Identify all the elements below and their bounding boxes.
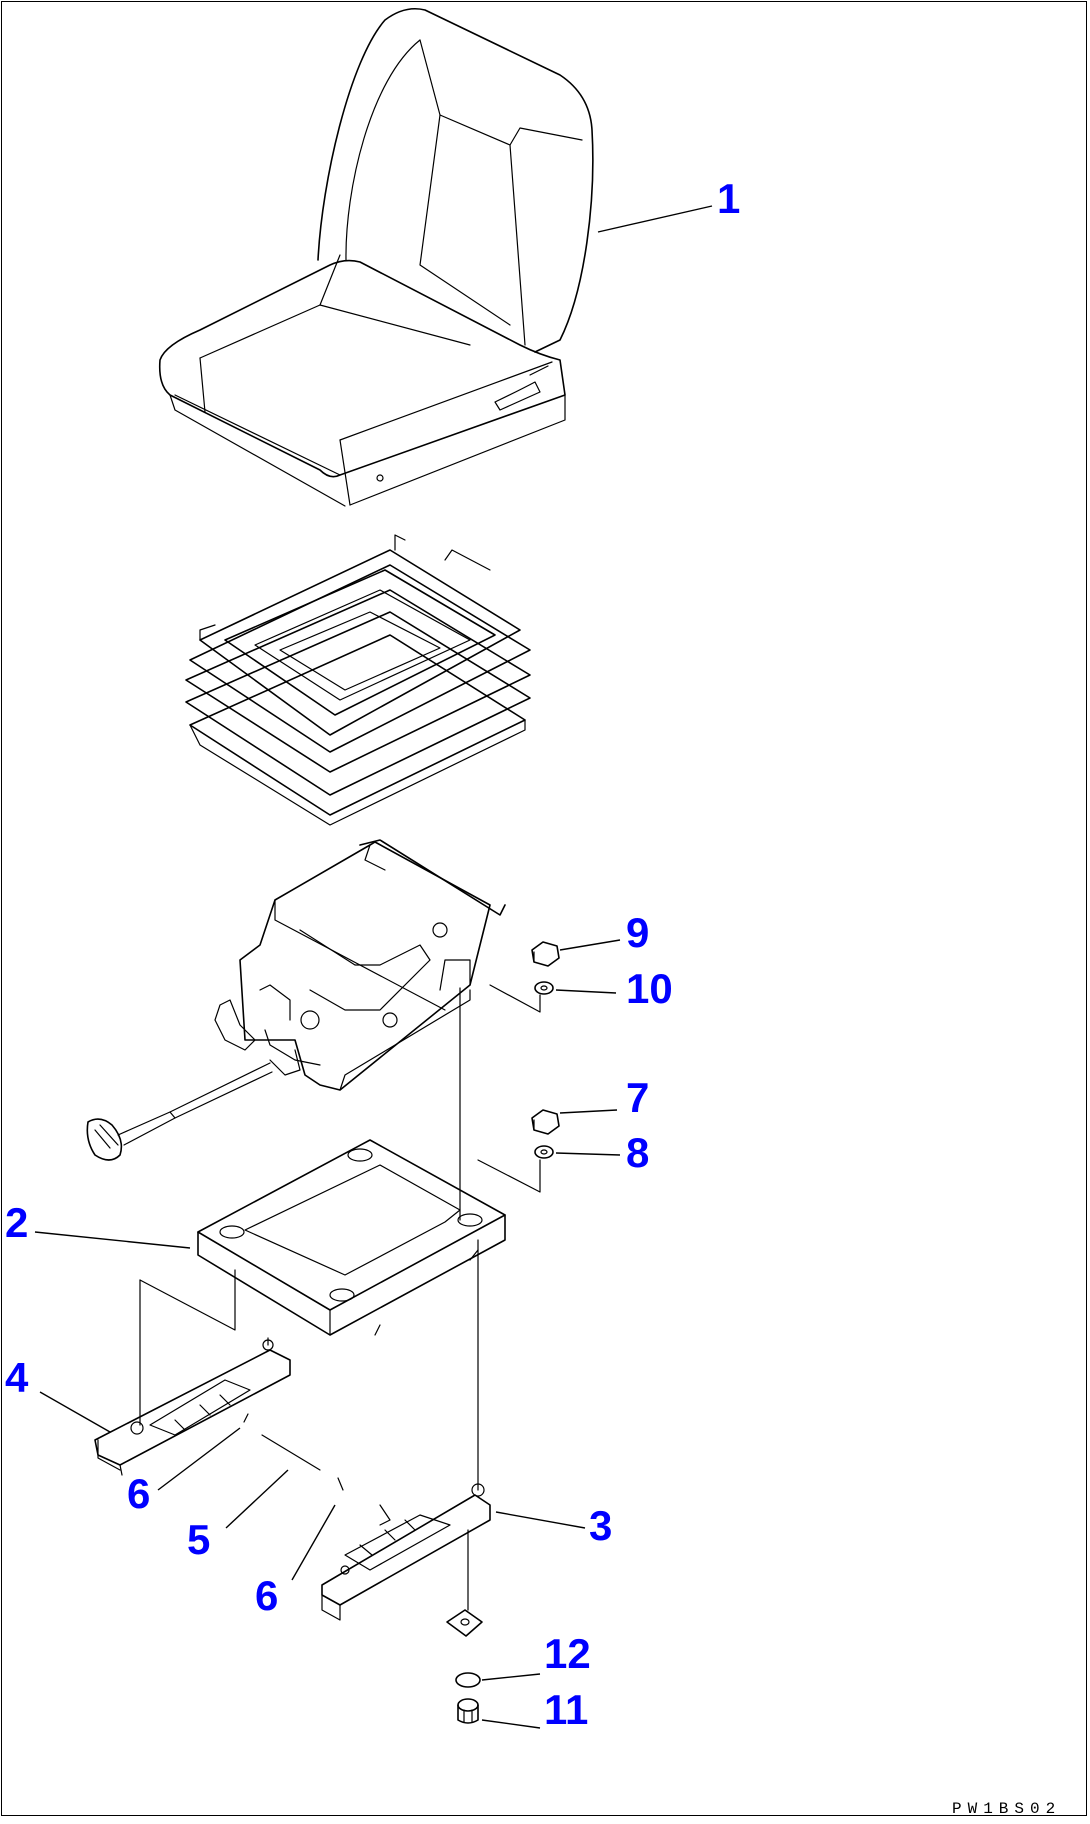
- callout-11: 11: [544, 1686, 588, 1733]
- callout-1: 1: [717, 175, 740, 222]
- base-plate: [197, 1139, 506, 1336]
- suspension-bellows: [185, 534, 531, 826]
- callout-10: 10: [626, 965, 673, 1012]
- callout-2: 2: [5, 1199, 28, 1246]
- callouts: 1 2 3 4 5 6 6 7 8 9 10 11 12: [5, 175, 740, 1733]
- callout-8: 8: [626, 1129, 649, 1176]
- leader-lines: [34, 205, 713, 1729]
- callout-12: 12: [544, 1630, 591, 1677]
- hardware: [243, 941, 560, 1724]
- callout-6-right: 6: [255, 1572, 278, 1619]
- slide-rail-left: [94, 1337, 291, 1476]
- seat-assembly: [158, 7, 594, 507]
- callout-6-left: 6: [127, 1470, 150, 1517]
- assembly-lines: [139, 984, 541, 1611]
- callout-4: 4: [5, 1354, 29, 1401]
- callout-7: 7: [626, 1074, 649, 1121]
- callout-3: 3: [589, 1502, 612, 1549]
- callout-9: 9: [626, 909, 649, 956]
- slide-rail-right: [321, 1483, 491, 1621]
- reference-code: PW1BS02: [952, 1800, 1061, 1818]
- callout-5: 5: [187, 1516, 210, 1563]
- suspension-mechanism: [86, 839, 506, 1161]
